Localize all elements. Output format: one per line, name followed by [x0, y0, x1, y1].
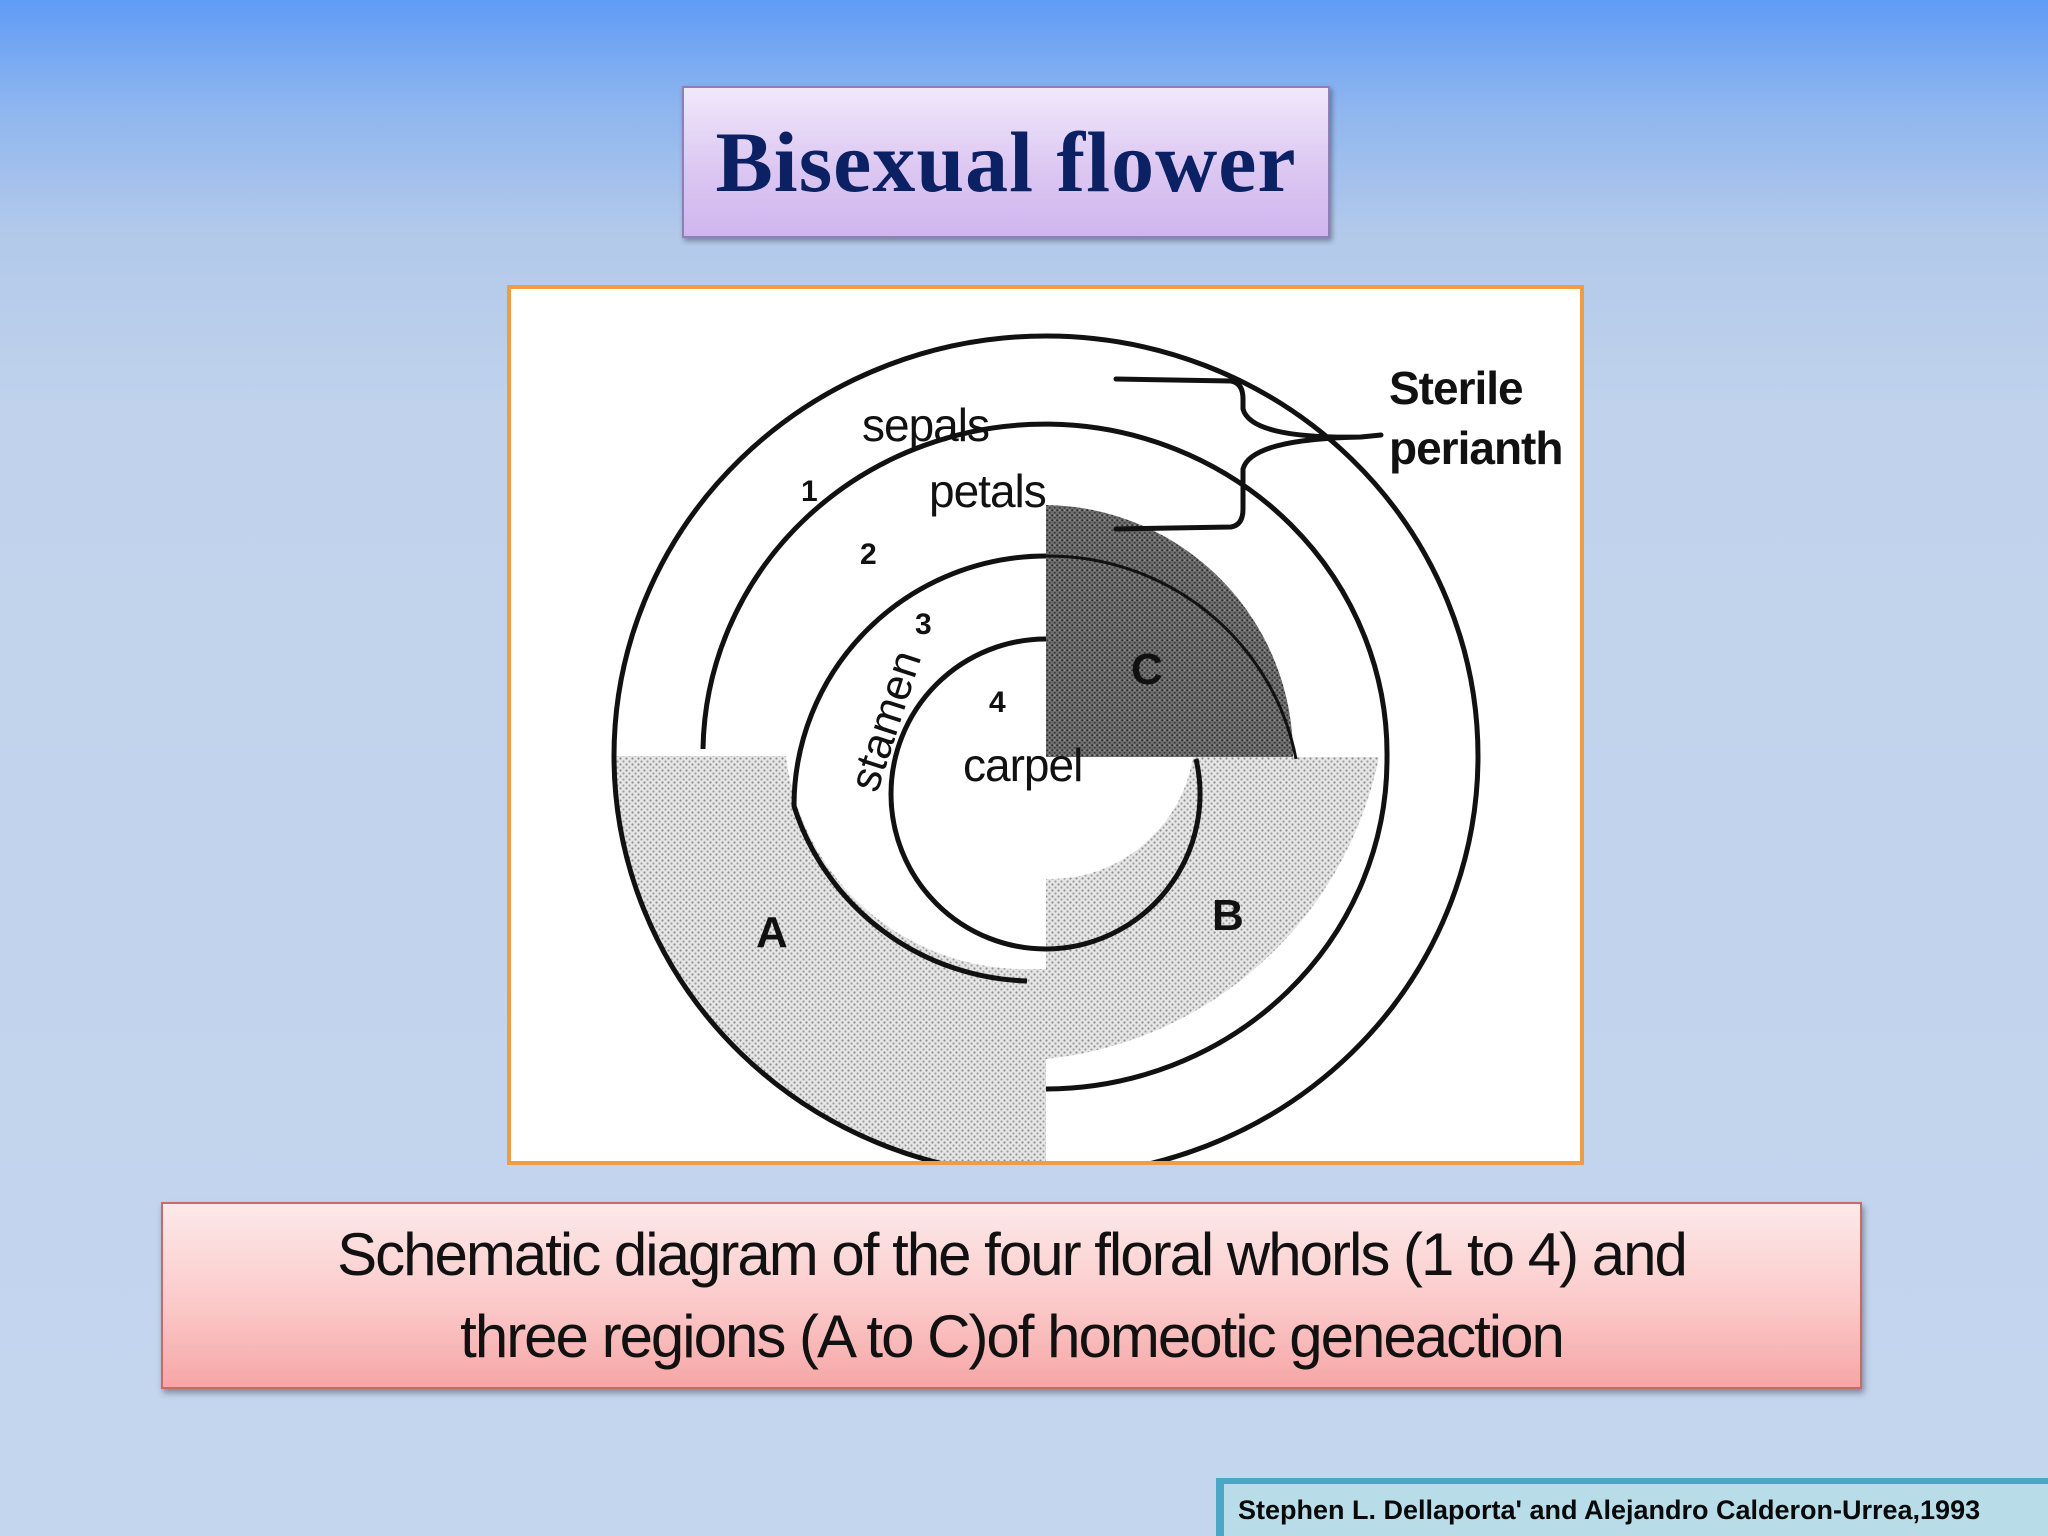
caption-line-2: three regions (A to C)of homeotic geneac…: [460, 1302, 1565, 1370]
whorl-number-2: 2: [860, 538, 877, 571]
whorl-number-4: 4: [989, 686, 1006, 719]
region-a-shading: [616, 756, 1046, 1161]
title-box: Bisexual flower: [682, 86, 1330, 238]
caption-line-1: Schematic diagram of the four floral who…: [337, 1220, 1688, 1288]
whorl-number-1: 1: [801, 475, 818, 508]
label-stamen: stamen: [840, 645, 931, 797]
whorl-1-outline: [611, 333, 1481, 1161]
region-letter-b: B: [1212, 891, 1244, 940]
region-letter-c: C: [1131, 645, 1163, 694]
citation-text: Stephen L. Dellaporta' and Alejandro Cal…: [1238, 1494, 1981, 1525]
whorl-3-outline-right: [1045, 554, 1298, 760]
whorl-number-3: 3: [915, 608, 932, 641]
sterile-perianth-bracket: [1113, 376, 1384, 532]
diagram-frame: sepals petals carpel stamen Sterile peri…: [507, 285, 1584, 1165]
whorl-3-outline: [791, 553, 1047, 984]
whorl-4-outline: [888, 636, 1203, 952]
label-petals: petals: [929, 465, 1046, 517]
whorl-2-outline: [700, 421, 1390, 1092]
caption-box: Schematic diagram of the four floral who…: [161, 1202, 1862, 1389]
label-sepals: sepals: [862, 399, 989, 451]
label-perianth: perianth: [1389, 422, 1562, 474]
region-letter-a: A: [756, 908, 788, 957]
citation-inner: Stephen L. Dellaporta' and Alejandro Cal…: [1224, 1484, 2048, 1536]
label-carpel: carpel: [963, 739, 1082, 791]
citation-box: Stephen L. Dellaporta' and Alejandro Cal…: [1216, 1478, 2048, 1536]
region-b-shading: [1046, 757, 1379, 1059]
slide-title: Bisexual flower: [715, 114, 1297, 210]
label-sterile: Sterile: [1389, 362, 1523, 414]
region-c-shading: [1046, 505, 1294, 757]
floral-whorl-diagram: sepals petals carpel stamen Sterile peri…: [611, 333, 1563, 1161]
